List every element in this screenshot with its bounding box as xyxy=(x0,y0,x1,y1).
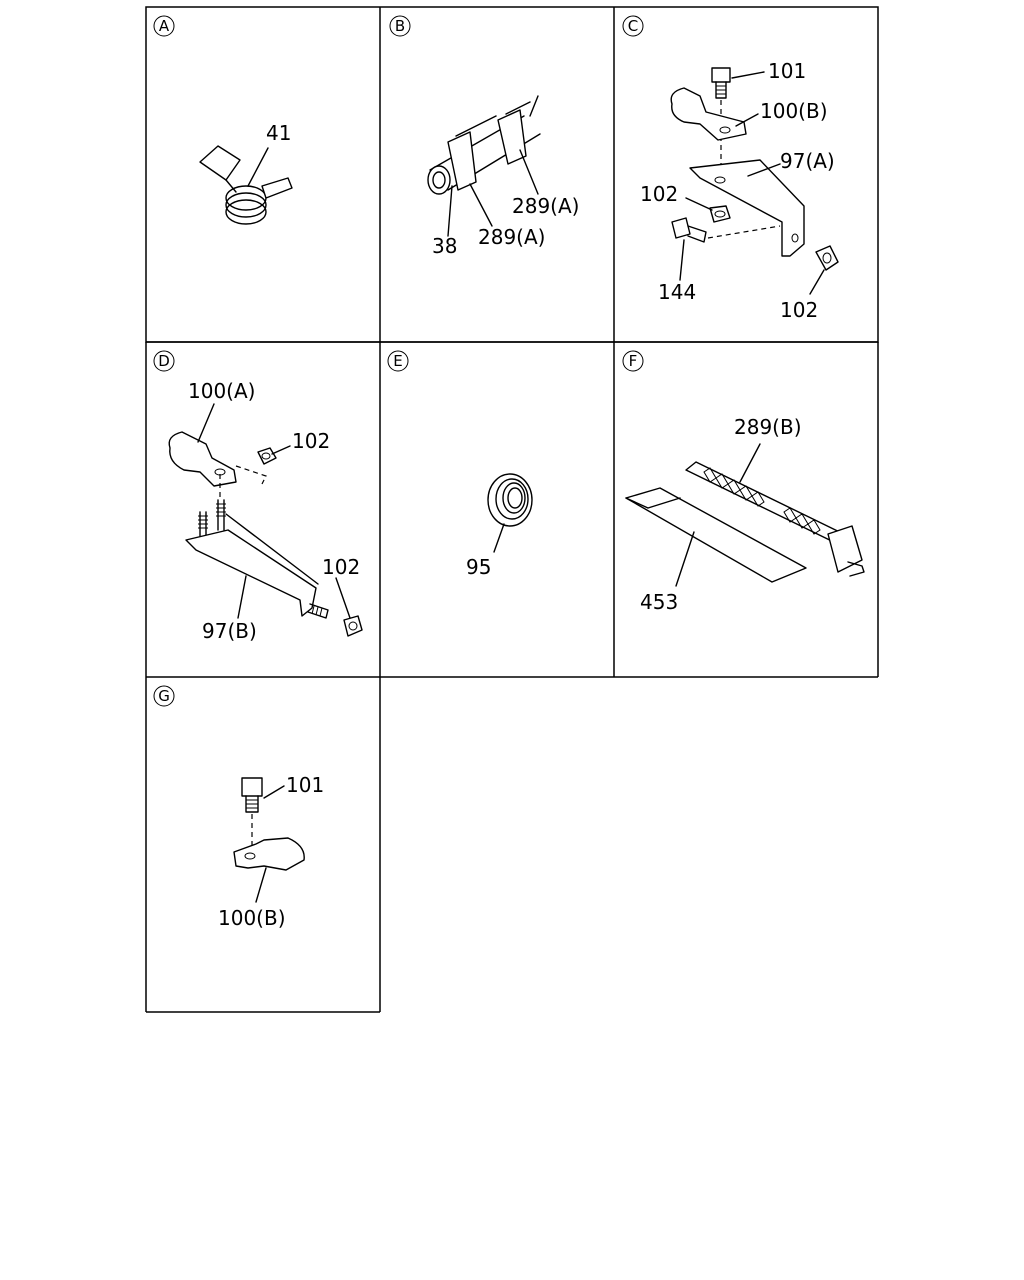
panel-a-letter-badge: A xyxy=(153,15,175,37)
leader-97b xyxy=(237,575,247,619)
strap-drawing xyxy=(625,487,807,583)
leader-38 xyxy=(447,185,453,237)
panel-b-letter: B xyxy=(395,17,405,35)
label-102-lower: 102 xyxy=(780,298,818,322)
panel-g-letter-badge: G xyxy=(153,685,175,707)
panel-f: F 289(B) 453 xyxy=(622,350,865,614)
label-102-upper-d: 102 xyxy=(292,429,330,453)
label-289a-upper: 289(A) xyxy=(512,194,579,218)
panel-e-letter-badge: E xyxy=(387,350,409,372)
label-289a-lower: 289(A) xyxy=(478,225,545,249)
label-100b: 100(B) xyxy=(760,99,828,123)
bracket-a-assembly-drawing xyxy=(670,67,839,271)
bolt-and-clip-drawing xyxy=(233,777,305,871)
panel-d: D 100(A) 1 xyxy=(153,350,363,643)
label-144: 144 xyxy=(658,280,696,304)
leader-97a xyxy=(747,163,781,177)
label-102-lower-d: 102 xyxy=(322,555,360,579)
label-100b-g: 100(B) xyxy=(218,906,286,930)
panel-a: A 41 xyxy=(153,15,293,225)
leader-100b-g xyxy=(255,867,267,903)
label-41: 41 xyxy=(266,121,291,145)
leader-102-upper xyxy=(685,197,713,211)
panel-c-letter: C xyxy=(628,17,638,35)
panel-b: B 289(A) 38 289(A) xyxy=(389,15,579,258)
label-453: 453 xyxy=(640,590,678,614)
leader-101-g xyxy=(263,785,285,799)
hose-clamp-drawing xyxy=(199,145,293,225)
cable-tie-drawing xyxy=(685,461,865,577)
label-95: 95 xyxy=(466,555,491,579)
leader-289b xyxy=(739,443,761,483)
leader-101 xyxy=(731,71,765,79)
panel-g-letter: G xyxy=(158,687,170,705)
panel-d-letter: D xyxy=(158,352,170,370)
bracket-b-assembly-drawing xyxy=(168,431,363,637)
panel-f-letter: F xyxy=(629,352,638,370)
leader-144 xyxy=(679,239,685,281)
leader-95 xyxy=(493,523,505,553)
panel-b-letter-badge: B xyxy=(389,15,411,37)
leader-102-upper-d xyxy=(271,445,291,455)
panel-g: G 101 100(B) xyxy=(153,685,324,930)
label-97a: 97(A) xyxy=(780,149,835,173)
leader-100a xyxy=(197,403,215,443)
label-38: 38 xyxy=(432,234,457,258)
label-97b: 97(B) xyxy=(202,619,257,643)
leader-102-lower xyxy=(809,269,825,295)
label-100a: 100(A) xyxy=(188,379,255,403)
leader-289a-upper xyxy=(519,149,539,195)
leader-100b xyxy=(735,113,759,127)
grommet-drawing xyxy=(487,473,533,527)
leader-41 xyxy=(247,147,269,187)
label-101-g: 101 xyxy=(286,773,324,797)
panel-c: C xyxy=(622,15,839,322)
panel-f-letter-badge: F xyxy=(622,350,644,372)
grid-frame xyxy=(145,6,879,1013)
panel-e: E 95 xyxy=(387,350,533,579)
label-101: 101 xyxy=(768,59,806,83)
panel-e-letter: E xyxy=(393,352,402,370)
label-289b: 289(B) xyxy=(734,415,802,439)
leader-453 xyxy=(675,531,695,587)
leader-102-lower-d xyxy=(335,577,351,619)
label-102-upper: 102 xyxy=(640,182,678,206)
panel-d-letter-badge: D xyxy=(153,350,175,372)
pipe-and-clip-drawing xyxy=(427,95,541,195)
panel-a-letter: A xyxy=(159,17,170,35)
panel-c-letter-badge: C xyxy=(622,15,644,37)
leader-289a-lower xyxy=(469,183,493,227)
